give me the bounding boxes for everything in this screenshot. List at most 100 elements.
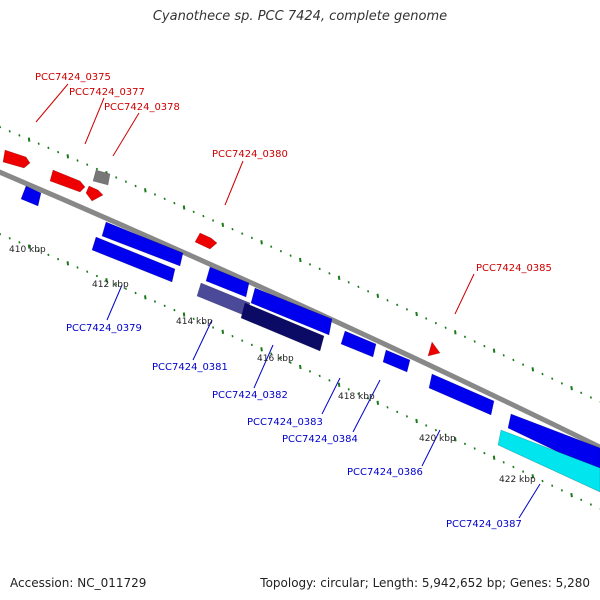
- scale-label: 422 kbp: [499, 475, 536, 485]
- tick-mark: [522, 363, 525, 366]
- tick-mark: [318, 267, 321, 271]
- length-label: Length:: [372, 576, 419, 590]
- tick-mark: [212, 326, 215, 329]
- gene-feature[interactable]: [49, 169, 86, 193]
- tick-mark: [299, 364, 302, 370]
- tick-mark: [483, 451, 486, 455]
- gene-feature[interactable]: [20, 185, 42, 207]
- tick-mark: [163, 304, 166, 308]
- tick-mark: [57, 257, 60, 261]
- gene-label[interactable]: PCC7424_0375: [35, 72, 111, 83]
- gene-feature[interactable]: [340, 330, 377, 358]
- genome-stats: Topology: circular; Length: 5,942,652 bp…: [260, 576, 590, 590]
- tick-mark: [18, 241, 21, 244]
- tick-mark: [270, 245, 273, 248]
- tick-mark: [492, 455, 496, 460]
- tick-mark: [279, 356, 282, 360]
- gene-feature[interactable]: [205, 266, 250, 298]
- gene-feature[interactable]: [85, 185, 104, 202]
- gene-label[interactable]: PCC7424_0381: [152, 362, 228, 373]
- tick-mark: [570, 385, 573, 391]
- tick-mark: [250, 343, 253, 347]
- tick-mark: [182, 205, 186, 210]
- tick-mark: [134, 291, 137, 295]
- gene-feature[interactable]: [507, 413, 600, 473]
- tick-mark: [241, 232, 244, 235]
- gene-feature[interactable]: [2, 149, 31, 169]
- tick-mark: [589, 396, 592, 399]
- tick-mark: [376, 293, 380, 298]
- gene-label[interactable]: PCC7424_0385: [476, 263, 552, 274]
- tick-mark: [463, 335, 467, 339]
- tick-mark: [512, 465, 515, 469]
- gene-feature[interactable]: [497, 429, 600, 493]
- tick-mark: [144, 295, 147, 300]
- gene-label[interactable]: PCC7424_0382: [212, 390, 288, 401]
- gene-label[interactable]: PCC7424_0378: [104, 102, 180, 113]
- scale-label: 412 kbp: [92, 280, 129, 290]
- tick-mark: [299, 257, 302, 263]
- tick-mark: [415, 311, 418, 317]
- tick-mark: [328, 272, 331, 275]
- tick-mark: [8, 130, 11, 133]
- tick-mark: [86, 270, 89, 273]
- tick-mark: [512, 358, 515, 362]
- tick-mark: [492, 348, 496, 353]
- gene-feature[interactable]: [382, 349, 411, 373]
- tick-mark: [27, 244, 31, 249]
- gene-feature[interactable]: [427, 341, 441, 357]
- gene-label[interactable]: PCC7424_0383: [247, 417, 323, 428]
- tick-mark: [115, 283, 118, 286]
- tick-mark: [105, 278, 108, 283]
- tick-mark: [231, 334, 234, 338]
- gene-label[interactable]: PCC7424_0379: [66, 323, 142, 334]
- tick-mark: [212, 219, 215, 222]
- gene-label[interactable]: PCC7424_0386: [347, 467, 423, 478]
- tick-mark: [124, 287, 127, 290]
- gene-label[interactable]: PCC7424_0377: [69, 87, 145, 98]
- tick-mark: [76, 159, 79, 162]
- gene-feature[interactable]: [91, 236, 176, 283]
- tick-mark: [173, 201, 176, 205]
- tick-mark: [396, 303, 399, 307]
- tick-mark: [66, 261, 70, 266]
- tick-mark: [463, 442, 467, 446]
- tick-mark: [560, 489, 563, 492]
- tick-mark: [221, 329, 225, 334]
- gene-feature[interactable]: [428, 373, 495, 416]
- tick-mark: [589, 503, 592, 506]
- tick-mark: [328, 379, 331, 382]
- tick-mark: [221, 222, 225, 227]
- gene-feature[interactable]: [101, 221, 184, 267]
- tick-mark: [347, 281, 350, 284]
- tick-mark: [551, 484, 554, 487]
- gene-labels: PCC7424_0375 PCC7424_0377 PCC7424_0378 P…: [35, 72, 552, 530]
- gene-label[interactable]: PCC7424_0384: [282, 434, 358, 445]
- tick-mark: [241, 339, 244, 342]
- tick-mark: [231, 227, 234, 231]
- tick-mark: [551, 377, 554, 380]
- tick-mark: [95, 167, 98, 171]
- gene-label[interactable]: PCC7424_0387: [446, 519, 522, 530]
- tick-mark: [134, 184, 137, 188]
- tick-mark: [192, 317, 195, 321]
- gene-feature[interactable]: [194, 232, 218, 250]
- tick-mark: [57, 150, 60, 154]
- tick-mark: [347, 388, 350, 391]
- tick-mark: [367, 397, 370, 400]
- tick-mark: [386, 299, 389, 302]
- tick-mark: [425, 424, 428, 427]
- tick-mark: [483, 344, 486, 348]
- topology-label: Topology:: [260, 576, 317, 590]
- tick-mark: [580, 391, 583, 395]
- tick-mark: [444, 433, 447, 436]
- gene-features: [2, 149, 600, 493]
- gene-feature[interactable]: [250, 287, 333, 336]
- accession-value: NC_011729: [77, 576, 147, 590]
- map-title: Cyanothece sp. PCC 7424, complete genome: [152, 9, 448, 24]
- gene-feature[interactable]: [240, 302, 325, 352]
- tick-mark: [502, 461, 505, 464]
- gene-feature[interactable]: [92, 169, 111, 186]
- gene-label[interactable]: PCC7424_0380: [212, 149, 288, 160]
